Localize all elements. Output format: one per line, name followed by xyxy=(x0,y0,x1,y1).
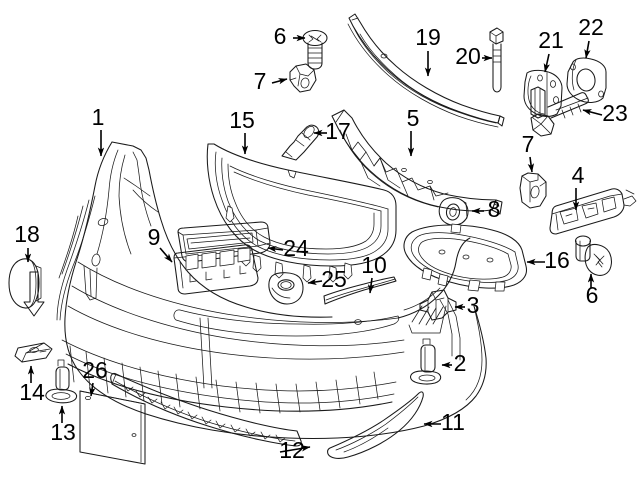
part-license-plate-panel[interactable] xyxy=(79,390,146,465)
part-lower-valance[interactable] xyxy=(110,372,302,447)
callout-label-7b: 7 xyxy=(522,131,535,157)
callout-label-20: 20 xyxy=(455,43,481,69)
part-hex-bolt[interactable] xyxy=(530,92,589,137)
callout-label-23: 23 xyxy=(602,100,628,126)
part-round-cap[interactable] xyxy=(8,258,42,309)
callout-label-13: 13 xyxy=(50,419,76,445)
part-tow-hook-cover[interactable] xyxy=(268,272,304,305)
part-lower-spoiler-right[interactable] xyxy=(327,391,424,459)
callout-label-10: 10 xyxy=(361,252,387,278)
callout-label-18: 18 xyxy=(14,221,40,247)
part-absorber-panel[interactable] xyxy=(331,109,503,215)
part-screw-top[interactable] xyxy=(302,29,328,70)
callout-labels: 1 2 3 4 5 6 6 7 7 8 9 10 11 12 13 14 15 … xyxy=(14,14,628,463)
callout-label-15: 15 xyxy=(229,107,255,133)
part-impact-bar[interactable] xyxy=(347,13,505,128)
callout-label-14: 14 xyxy=(19,379,45,405)
part-clip-nut-top[interactable] xyxy=(289,63,317,93)
callout-label-11: 11 xyxy=(441,409,465,435)
callout-label-6b: 6 xyxy=(586,282,599,308)
part-shock-absorber[interactable] xyxy=(523,69,563,119)
part-bumper-cover[interactable] xyxy=(56,141,487,440)
callout-label-21: 21 xyxy=(538,27,564,53)
callout-label-4: 4 xyxy=(572,162,585,188)
callout-label-25: 25 xyxy=(321,266,347,292)
callout-label-19: 19 xyxy=(415,24,441,50)
callout-label-17: 17 xyxy=(325,118,351,144)
part-fog-lamp-grille[interactable] xyxy=(403,223,527,292)
callout-label-2: 2 xyxy=(454,350,467,376)
part-clip-plate[interactable] xyxy=(14,342,53,363)
part-push-pin-retainer[interactable] xyxy=(410,338,442,385)
callout-label-8: 8 xyxy=(488,196,501,222)
callout-label-16: 16 xyxy=(544,247,570,273)
callout-label-26: 26 xyxy=(82,357,108,383)
part-stud-bolt[interactable] xyxy=(281,124,320,161)
callout-label-5: 5 xyxy=(407,105,420,131)
callout-label-22: 22 xyxy=(578,14,604,40)
callout-label-24: 24 xyxy=(283,235,309,261)
part-flange-nut[interactable] xyxy=(438,197,469,226)
callout-label-12: 12 xyxy=(279,437,305,463)
part-bracket-clip[interactable] xyxy=(419,289,457,321)
part-long-bolt[interactable] xyxy=(489,27,504,93)
part-clip-nut-right[interactable] xyxy=(519,172,547,209)
part-license-bracket[interactable] xyxy=(173,244,259,295)
callout-label-6: 6 xyxy=(274,23,287,49)
callout-label-7: 7 xyxy=(254,68,267,94)
part-rivet-pin[interactable] xyxy=(45,359,78,404)
part-trim-molding-strip[interactable] xyxy=(323,276,397,305)
callout-label-3: 3 xyxy=(467,292,480,318)
callout-label-1: 1 xyxy=(92,104,105,130)
callout-label-9: 9 xyxy=(148,224,161,250)
callout-leaders xyxy=(23,34,603,453)
part-side-support-rail[interactable] xyxy=(549,188,637,235)
part-screw-right[interactable] xyxy=(574,235,612,276)
